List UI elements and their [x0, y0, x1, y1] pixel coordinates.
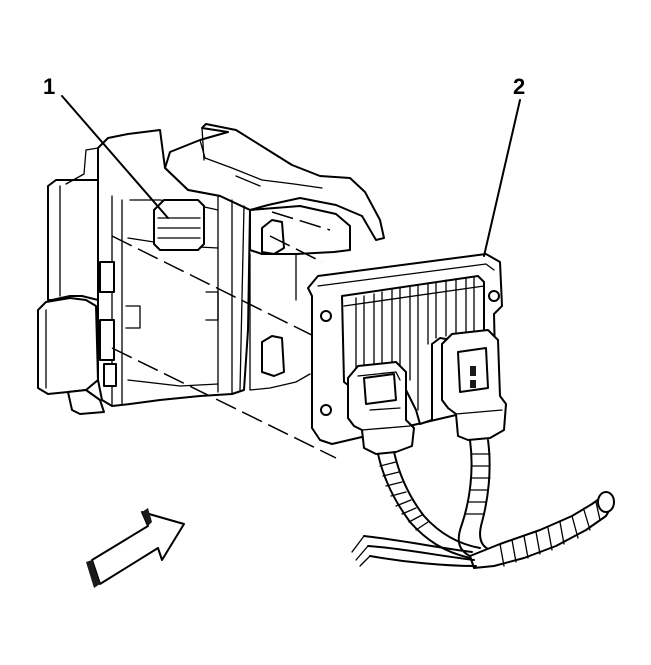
bracket-slot-upper	[99, 261, 115, 293]
bracket-back-wall	[97, 129, 251, 407]
alignment-lines	[111, 211, 339, 459]
bracket-retaining-clip	[153, 199, 205, 251]
control-module	[307, 253, 507, 455]
connector-left-latch	[363, 373, 397, 405]
leader-line-2	[483, 99, 521, 257]
wiring-harness	[351, 439, 615, 569]
callout-label-1: 1	[43, 74, 56, 99]
mounting-hole-bottom-left	[320, 404, 332, 416]
bracket-slot-bottom	[103, 363, 117, 387]
harness-end	[597, 491, 615, 513]
callout-label-2: 2	[513, 74, 526, 99]
direction-arrow-icon	[86, 508, 185, 588]
mounting-hole-top-right	[488, 290, 500, 302]
harness-loom	[469, 493, 615, 569]
mounting-bracket	[37, 123, 385, 415]
bracket-post-lower	[261, 335, 285, 377]
leader-line-1	[61, 95, 169, 219]
bracket-lower-tab	[37, 297, 99, 395]
mounting-hole-top-left	[320, 310, 332, 322]
bracket-left-flange	[47, 179, 99, 301]
bracket-foot	[67, 389, 105, 415]
bracket-slot-lower	[99, 319, 115, 361]
